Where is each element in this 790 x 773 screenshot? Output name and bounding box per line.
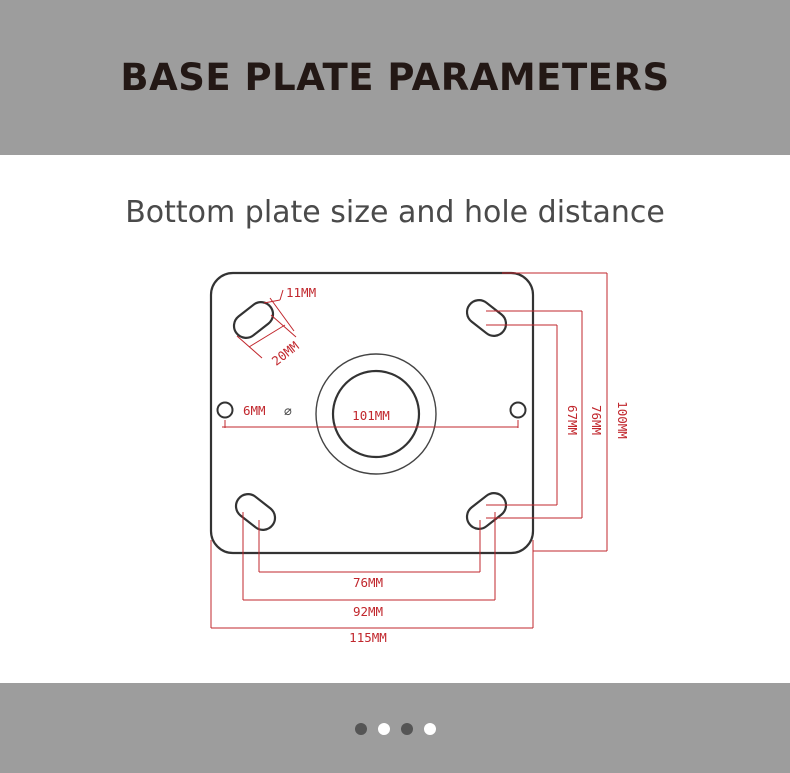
subtitle: Bottom plate size and hole distance [125, 195, 665, 230]
header-banner: BASE PLATE PARAMETERS [0, 0, 790, 155]
label-horizontal-inner: 76MM [353, 575, 383, 590]
carousel-dot-1[interactable] [354, 723, 367, 735]
carousel-dot-3[interactable] [400, 723, 413, 735]
label-horizontal-outer: 115MM [349, 630, 387, 645]
label-slot-length: 20MM [269, 338, 302, 368]
plate-outline [209, 271, 535, 555]
label-vertical-inner: 67MM [565, 405, 580, 435]
label-horizontal-mid: 92MM [353, 604, 383, 619]
label-center-hole: 101MM [352, 408, 390, 423]
label-slot-width: 11MM [286, 285, 316, 300]
carousel-dot-4[interactable] [423, 723, 436, 735]
hub-center-hole [331, 369, 421, 459]
side-hole-left [216, 401, 234, 419]
label-vertical-mid: 76MM [589, 405, 604, 435]
slot-bottom-left [234, 493, 277, 531]
hub-outer-ring [315, 353, 437, 475]
dimension-lines [210, 272, 608, 629]
carousel-dot-2[interactable] [377, 723, 390, 735]
slot-top-left [232, 301, 275, 339]
slot-top-right [465, 299, 508, 337]
footer-bar [0, 683, 790, 773]
carousel-dots [0, 723, 790, 735]
label-side-hole: 6MM [243, 403, 266, 418]
slot-bottom-right [465, 492, 508, 530]
diameter-symbol-icon: ⌀ [284, 404, 292, 419]
side-hole-right [509, 401, 527, 419]
page-title: BASE PLATE PARAMETERS [120, 56, 670, 99]
label-vertical-outer: 100MM [615, 401, 630, 439]
